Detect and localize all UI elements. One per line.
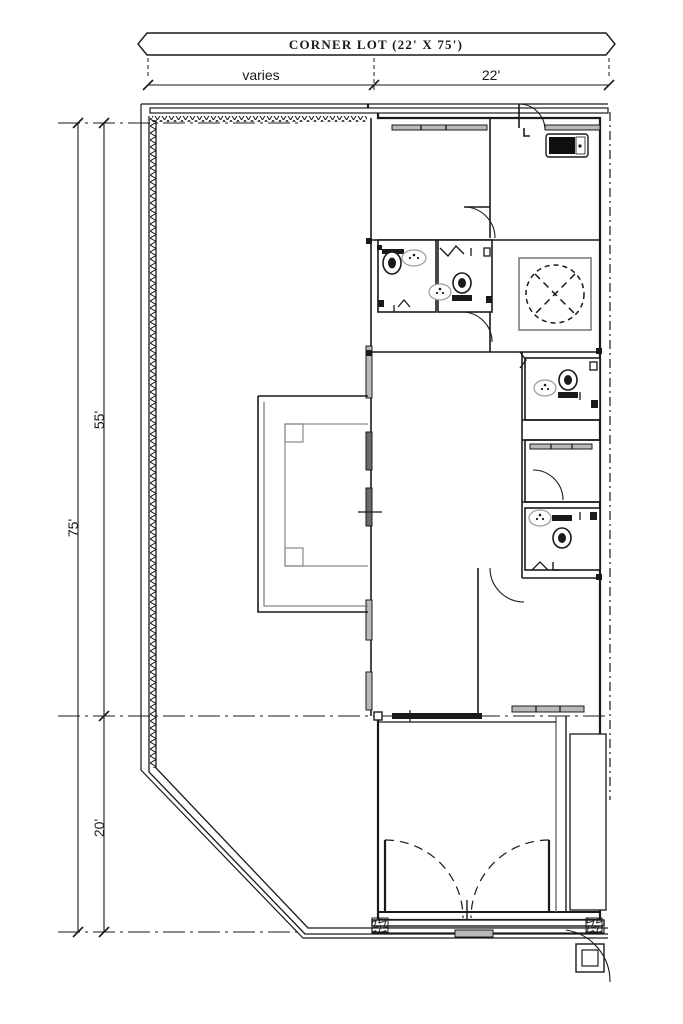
- bathroom-upper-right: [428, 239, 493, 313]
- dimension-varies: varies: [242, 67, 279, 83]
- dimension-22ft: 22': [482, 67, 500, 83]
- garage-area: [377, 710, 607, 913]
- toilet-fixture: [552, 515, 572, 549]
- dimension-75ft: 75': [65, 519, 81, 537]
- boundary-sawtooth-hatch: [150, 116, 367, 768]
- door-swing-upper-left: [463, 206, 496, 239]
- bathroom-mid-right: [519, 351, 601, 421]
- toilet-fixture: [452, 272, 472, 301]
- skylight-dome-symbol: [518, 257, 592, 331]
- lavatory-sink-fixture: [533, 379, 557, 397]
- corner-post-symbol: [565, 929, 611, 983]
- top-wall-band: [149, 107, 609, 114]
- top-wall-windows: [391, 124, 601, 131]
- lavatory-sink-fixture: [428, 283, 452, 301]
- title-banner-shape: [137, 32, 616, 56]
- bottom-threshold-wall: [371, 917, 605, 938]
- kitchen-range-symbol: [545, 133, 589, 158]
- dimension-20ft: 20': [91, 819, 107, 837]
- entry-door-swing: [518, 103, 546, 131]
- lavatory-sink-fixture: [528, 509, 552, 527]
- toilet-fixture: [382, 249, 404, 275]
- interior-partitions-right-stack: [521, 352, 600, 579]
- left-dimension-lines: [58, 117, 608, 938]
- dimension-55ft: 55': [91, 411, 107, 429]
- closet-mid-right: [524, 439, 601, 503]
- title-banner-text: CORNER LOT (22' X 75'): [289, 37, 463, 52]
- door-jamb-marker-top: [523, 128, 530, 137]
- toilet-fixture: [558, 369, 578, 398]
- spine-window-symbols: [358, 345, 382, 711]
- lot-boundary-outline: [140, 103, 608, 939]
- lavatory-sink-fixture: [401, 249, 427, 267]
- bedroom-window: [511, 705, 585, 713]
- bedroom-lower-right: [477, 567, 525, 716]
- misc-wall-details: [366, 238, 602, 721]
- bathroom-upper-left: [377, 239, 437, 313]
- door-swing-bath-lower: [461, 311, 493, 343]
- bathroom-lower-right: [524, 507, 601, 571]
- top-dimension-line: [142, 58, 615, 92]
- central-courtyard: [257, 395, 368, 613]
